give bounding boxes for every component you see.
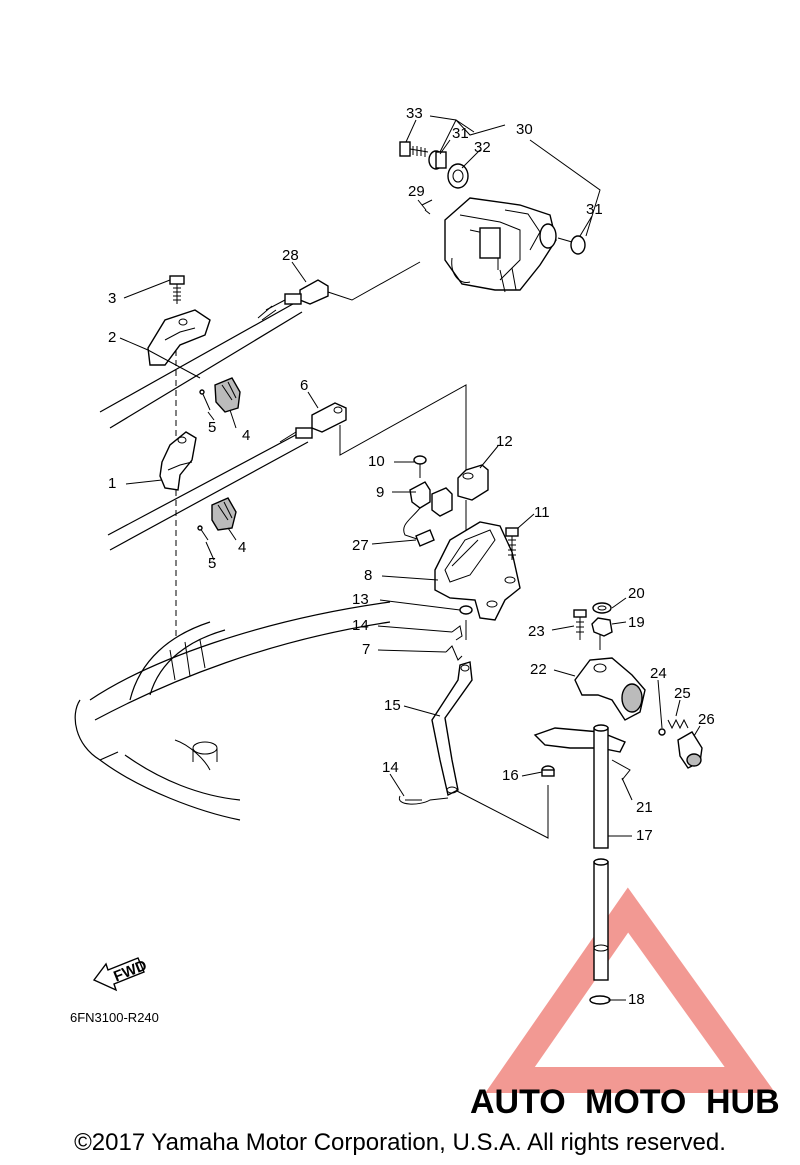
part-6-joint (279, 402, 347, 443)
part-32-grommet (447, 163, 469, 189)
engine-housing (74, 601, 391, 821)
callout-23: 23 (528, 623, 545, 640)
callout-24: 24 (650, 665, 667, 682)
part-5-pin-upper (199, 389, 211, 411)
part-7-pin (445, 645, 463, 661)
callout-5-upper: 5 (208, 419, 216, 436)
callout-7: 7 (362, 641, 370, 658)
callout-18: 18 (628, 991, 645, 1008)
part-11-bolt (505, 527, 519, 560)
callout-17: 17 (636, 827, 653, 844)
part-27-clip (415, 529, 435, 547)
part-30-bracket (421, 197, 557, 293)
callout-14-lower: 14 (382, 759, 399, 776)
part-15-lever (431, 661, 473, 797)
part-19-nut (591, 617, 613, 637)
callout-26: 26 (698, 711, 715, 728)
callout-14-upper: 14 (352, 617, 369, 634)
watermark-text: AUTO MOTO HUB (470, 1083, 780, 1121)
control-cables (99, 299, 309, 551)
part-4-holder-upper (214, 377, 241, 413)
part-14-clip-lower (398, 795, 449, 805)
watermark-auto: AUTO (470, 1083, 566, 1121)
part-23-bolt (573, 609, 587, 640)
diagram-code: 6FN3100-R240 (70, 1010, 159, 1025)
callout-5-lower: 5 (208, 555, 216, 572)
callout-numbers: 1 2 3 4 4 5 5 6 7 8 9 10 11 12 13 14 14 … (108, 105, 715, 1008)
callout-22: 22 (530, 661, 547, 678)
callout-27: 27 (352, 537, 369, 554)
watermark-moto: MOTO (585, 1083, 686, 1121)
part-5-pin-lower (197, 525, 209, 541)
part-8-bracket (434, 521, 521, 621)
part-3-bolt (169, 275, 185, 304)
callout-28: 28 (282, 247, 299, 264)
callout-2: 2 (108, 329, 116, 346)
callout-19: 19 (628, 614, 645, 631)
part-9-sensor (403, 481, 453, 541)
callout-16: 16 (502, 767, 519, 784)
callout-30: 30 (516, 121, 533, 138)
fwd-label: FWD (111, 957, 149, 986)
callout-leaders (119, 119, 701, 1001)
part-1-clamp (159, 431, 197, 491)
part-31-collar-right (557, 235, 586, 255)
callout-31-right: 31 (586, 201, 603, 218)
callout-11: 11 (534, 504, 550, 521)
watermark-logo (485, 887, 776, 1093)
part-14-clip-upper (451, 625, 463, 641)
callout-10: 10 (368, 453, 385, 470)
callout-33: 33 (406, 105, 423, 122)
part-2-clamp (147, 309, 211, 366)
callout-4-lower: 4 (238, 539, 246, 556)
fwd-arrow-icon: FWD (92, 957, 149, 992)
callout-20: 20 (628, 585, 645, 602)
callout-29: 29 (408, 183, 425, 200)
part-16-bushing (541, 765, 555, 777)
callout-4-upper: 4 (242, 427, 250, 444)
part-25-spring (667, 718, 689, 730)
part-28-joint (257, 279, 329, 321)
part-20-washer (592, 602, 612, 614)
callout-15: 15 (384, 697, 401, 714)
copyright-notice: ©2017 Yamaha Motor Corporation, U.S.A. A… (74, 1129, 726, 1156)
part-10-screw (413, 455, 427, 478)
part-24-ball (658, 728, 666, 736)
callout-25: 25 (674, 685, 691, 702)
part-17-shaft (593, 724, 609, 981)
part-4-holder-lower (211, 497, 237, 531)
part-31-collar (428, 150, 447, 170)
callout-9: 9 (376, 484, 384, 501)
callout-21: 21 (636, 799, 653, 816)
part-18-oring (589, 995, 611, 1005)
part-22-lever (574, 657, 646, 721)
callout-6: 6 (300, 377, 308, 394)
part-33-bolt (399, 141, 429, 157)
callout-1: 1 (108, 475, 116, 492)
callout-13: 13 (352, 591, 369, 608)
callout-3: 3 (108, 290, 116, 307)
part-13-washer (459, 605, 473, 615)
callout-31-upper: 31 (452, 125, 469, 142)
callout-8: 8 (364, 567, 372, 584)
part-12-cap (457, 464, 489, 501)
callout-12: 12 (496, 433, 513, 450)
watermark-hub: HUB (706, 1083, 780, 1121)
part-26-plug (677, 731, 703, 769)
callout-32: 32 (474, 139, 491, 156)
